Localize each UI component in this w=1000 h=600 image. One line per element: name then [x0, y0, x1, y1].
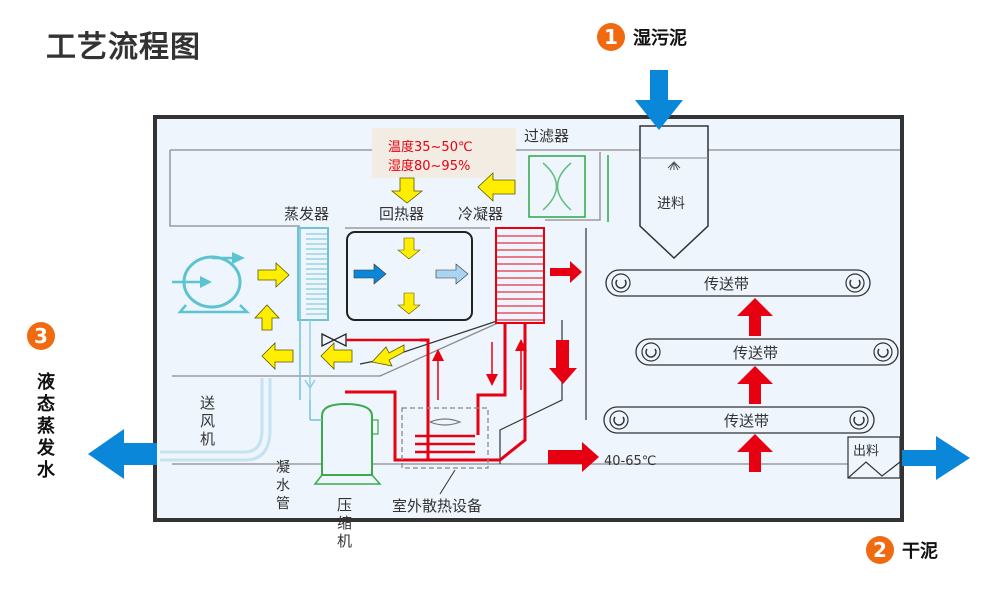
page-title: 工艺流程图 [46, 30, 201, 65]
heat-up-arrows [548, 298, 773, 472]
condition-humidity: 湿度80~95% [388, 158, 470, 174]
step-label: 干泥 [902, 541, 938, 562]
feed-label: 进料 [657, 196, 685, 212]
step-dry-sludge: 2 干泥 [866, 536, 938, 564]
conveyor-belts: 传送带 传送带 传送带 [603, 269, 899, 434]
conveyor-label: 传送带 [724, 412, 769, 430]
feed-hopper [639, 125, 709, 260]
step-badge: 3 [27, 322, 55, 350]
compressor-label: 压缩机 [337, 496, 352, 550]
condensate-pipe-label: 凝水管 [276, 460, 290, 512]
outdoor-unit-label: 室外散热设备 [392, 497, 482, 515]
duct-lines [169, 149, 900, 465]
water-outlet-arrow-icon [88, 429, 157, 479]
spray-icon [667, 160, 681, 171]
evaporator-label: 蒸发器 [284, 205, 329, 223]
conveyor-belt-3: 传送带 [603, 406, 875, 434]
roller-icon [845, 273, 865, 293]
condenser-label: 冷凝器 [458, 205, 503, 223]
hot-air-arrow-icon [550, 261, 582, 283]
reheater [346, 231, 473, 321]
step-label: 湿污泥 [633, 28, 687, 49]
outdoor-coil [415, 434, 475, 462]
conveyor-belt-2: 传送带 [635, 338, 899, 366]
discharge-box [847, 436, 901, 479]
fan-icon [428, 418, 462, 426]
condenser-coil [495, 227, 545, 324]
roller-icon [609, 410, 629, 430]
blower-label: 送风机 [200, 394, 215, 448]
filter-label: 过滤器 [524, 127, 569, 145]
outlet-arrow-icon [902, 436, 970, 480]
cold-air-arrow-icon [353, 263, 387, 285]
arrow-down-icon [390, 177, 424, 204]
step-badge: 1 [597, 23, 625, 51]
condition-box [372, 128, 516, 178]
expansion-valve-icon [321, 332, 347, 348]
roller-icon [641, 342, 661, 362]
reheater-label: 回热器 [379, 205, 424, 223]
roller-icon [849, 410, 869, 430]
condenser-fins [496, 235, 544, 321]
warm-air-arrow-icon [435, 263, 469, 285]
step-wet-sludge: 1 湿污泥 [597, 23, 687, 51]
condition-temperature: 温度35~50℃ [388, 139, 473, 155]
conveyor-label: 传送带 [704, 275, 749, 293]
roller-icon [873, 342, 893, 362]
roller-icon [611, 273, 631, 293]
outdoor-unit [401, 407, 489, 469]
evaporator-fins [306, 233, 328, 315]
compressor [321, 402, 373, 476]
discharge-label: 出料 [853, 444, 879, 459]
step-water-badge: 3 [27, 322, 55, 350]
air-arrows [390, 172, 516, 204]
filter-icon [542, 162, 572, 211]
dry-temp-label: 40-65℃ [604, 454, 656, 469]
step-water-label: 液态蒸发水 [37, 372, 55, 481]
conveyor-label: 传送带 [733, 344, 778, 362]
arrow-left-icon [477, 172, 516, 202]
conveyor-belt-1: 传送带 [605, 269, 871, 297]
step-badge: 2 [866, 536, 894, 564]
inlet-arrow-icon [635, 70, 683, 130]
